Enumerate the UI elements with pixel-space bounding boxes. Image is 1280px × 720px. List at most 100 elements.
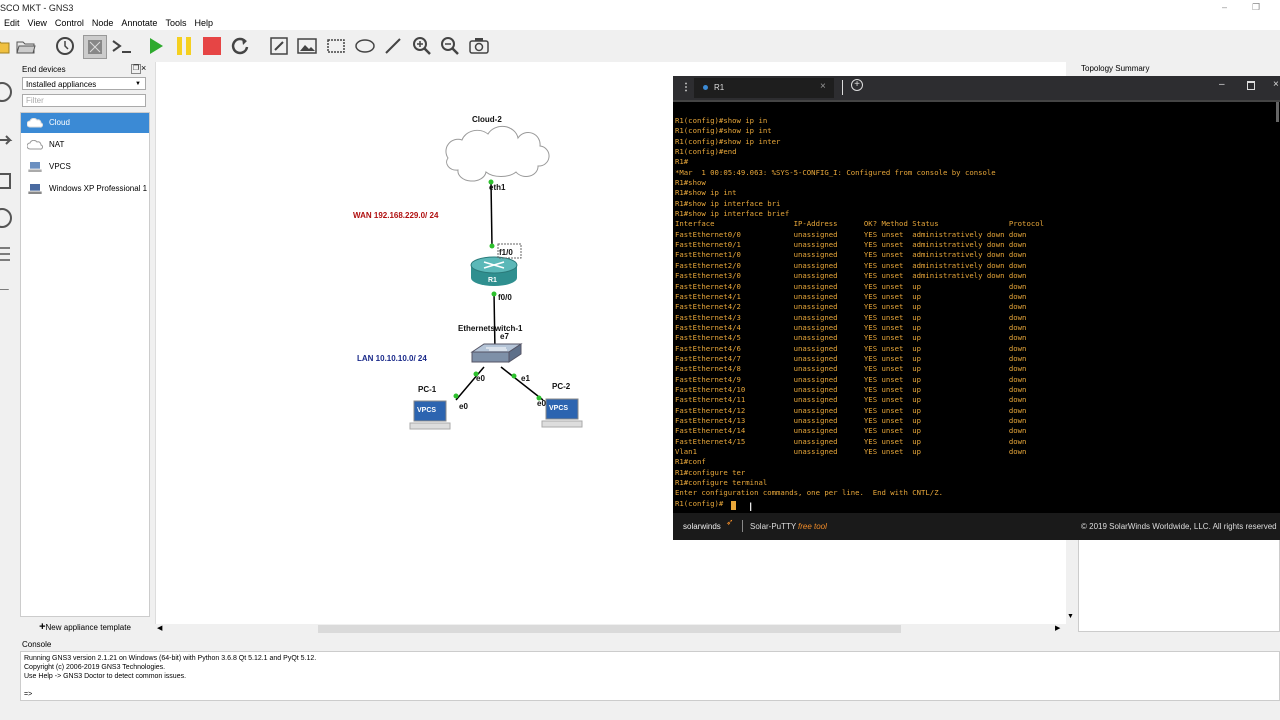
- terminal-line: FastEthernet4/1 unassigned YES unset up …: [675, 291, 1027, 301]
- wan-annotation[interactable]: WAN 192.168.229.0/ 24: [353, 211, 439, 220]
- open-folder-icon[interactable]: [15, 35, 37, 57]
- play-icon[interactable]: [145, 35, 167, 57]
- link-status-dot: [489, 243, 495, 249]
- terminal-line: FastEthernet1/0 unassigned YES unset adm…: [675, 250, 1027, 260]
- menu-node[interactable]: Node: [91, 18, 114, 28]
- scroll-left-icon[interactable]: ◀: [157, 625, 163, 632]
- edit-note-icon[interactable]: [268, 35, 290, 57]
- topology-icon[interactable]: [83, 35, 107, 59]
- footer-divider: [742, 520, 743, 532]
- link-status-dot: [473, 371, 479, 377]
- window-title-bar: SCO MKT - GNS3 – ❐: [0, 0, 1280, 16]
- ellipse-icon[interactable]: [354, 35, 376, 57]
- stop-icon[interactable]: [201, 35, 223, 57]
- dropdown-value: Installed appliances: [26, 80, 97, 89]
- scroll-down-icon[interactable]: ▼: [1067, 613, 1074, 620]
- new-appliance-template-button[interactable]: +New appliance template: [20, 618, 150, 636]
- switch-port-up-label: e7: [500, 332, 509, 341]
- pc2-computer-icon: [541, 398, 583, 428]
- terminal-line: R1#configure terminal: [675, 478, 768, 488]
- pc2-port-label: e0: [537, 399, 546, 408]
- terminal-line: FastEthernet0/1 unassigned YES unset adm…: [675, 240, 1027, 250]
- menu-dots-icon[interactable]: ⋮: [681, 82, 691, 93]
- clock-icon[interactable]: [54, 35, 76, 57]
- toolbar: [0, 30, 1280, 62]
- gns3-console[interactable]: Running GNS3 version 2.1.21 on Windows (…: [20, 651, 1280, 701]
- scrollbar-thumb[interactable]: [318, 625, 901, 633]
- console-line: Running GNS3 version 2.1.21 on Windows (…: [24, 655, 317, 662]
- session-tab[interactable]: R1 ×: [694, 78, 834, 98]
- minimize-button[interactable]: –: [1222, 2, 1228, 12]
- computer-icon: [28, 184, 42, 194]
- tab-separator: [673, 100, 1280, 102]
- menu-annotate[interactable]: Annotate: [121, 18, 158, 28]
- link-cloud-router: [490, 181, 493, 248]
- rectangle-icon[interactable]: [325, 35, 347, 57]
- router-node-label[interactable]: R1: [488, 277, 497, 284]
- menu-edit[interactable]: Edit: [4, 18, 20, 28]
- solarwinds-logo: solarwinds: [683, 522, 721, 531]
- menu-view[interactable]: View: [27, 18, 47, 28]
- cloud-node-label[interactable]: Cloud-2: [472, 115, 502, 124]
- terminal-line: FastEthernet3/0 unassigned YES unset adm…: [675, 271, 1027, 281]
- terminal-line: FastEthernet4/6 unassigned YES unset up …: [675, 343, 1027, 353]
- device-item-nat[interactable]: NAT: [21, 135, 149, 155]
- switch-port-left-label: e0: [476, 374, 485, 383]
- close-panel-icon[interactable]: ×: [141, 63, 147, 73]
- device-type-strip: [0, 62, 16, 322]
- minimize-icon[interactable]: –: [1219, 79, 1225, 90]
- zoom-in-icon[interactable]: [411, 35, 433, 57]
- terminal-line: R1#conf: [675, 457, 706, 467]
- device-item-vpcs[interactable]: VPCS: [21, 157, 149, 177]
- terminal-line: FastEthernet4/0 unassigned YES unset up …: [675, 281, 1027, 291]
- maximize-icon[interactable]: [1247, 81, 1255, 90]
- terminal-icon[interactable]: [111, 35, 133, 57]
- pc1-computer-icon: [409, 400, 451, 430]
- close-tab-icon[interactable]: ×: [820, 81, 826, 92]
- terminal-line: *Mar 1 00:05:49.063: %SYS-5-CONFIG_I: Co…: [675, 167, 996, 177]
- new-project-icon[interactable]: [0, 35, 12, 57]
- reload-icon[interactable]: [229, 35, 251, 57]
- switch-port-right-label: e1: [521, 374, 530, 383]
- router-port-up-label: f1/0: [499, 248, 513, 257]
- device-item-cloud[interactable]: Cloud: [21, 113, 149, 133]
- link-status-dot: [453, 393, 459, 399]
- console-line: [24, 681, 1276, 690]
- terminal-scrollbar[interactable]: [1276, 102, 1279, 122]
- device-list: Cloud NAT VPCS Windows XP Professional 1: [20, 112, 150, 617]
- putty-tab-bar: ⋮ R1 × + – ×: [673, 76, 1280, 100]
- screenshot-icon[interactable]: [468, 35, 490, 57]
- pc2-node-label[interactable]: PC-2: [552, 382, 571, 391]
- lan-annotation[interactable]: LAN 10.10.10.0/ 24: [357, 354, 427, 363]
- all-devices-category-icon: [0, 247, 10, 261]
- solarwinds-flame-icon: ➶: [726, 517, 734, 527]
- close-window-icon[interactable]: ×: [1273, 79, 1279, 90]
- pause-icon[interactable]: [173, 35, 195, 57]
- terminal-line: R1#show ip interface bri: [675, 198, 781, 208]
- menu-help[interactable]: Help: [194, 18, 213, 28]
- tab-status-dot: [703, 85, 708, 90]
- switch-category-icon: [0, 135, 13, 145]
- line-icon[interactable]: [382, 35, 404, 57]
- pc1-node-label[interactable]: PC-1: [418, 385, 437, 394]
- device-filter-input[interactable]: Filter: [22, 94, 146, 107]
- image-icon[interactable]: [296, 35, 318, 57]
- switch-node-label[interactable]: Ethernetswitch-1: [458, 324, 523, 333]
- menu-control[interactable]: Control: [54, 18, 84, 28]
- new-tab-icon[interactable]: +: [851, 79, 863, 91]
- device-item-winxp[interactable]: Windows XP Professional 1: [21, 179, 149, 199]
- terminal-line: FastEthernet4/5 unassigned YES unset up …: [675, 333, 1027, 343]
- appliance-filter-dropdown[interactable]: Installed appliances ▼: [22, 77, 146, 90]
- terminal-line: R1#show ip interface brief: [675, 209, 790, 219]
- link-status-dot: [511, 373, 517, 379]
- terminal-line: FastEthernet4/2 unassigned YES unset up …: [675, 302, 1027, 312]
- zoom-out-icon[interactable]: [439, 35, 461, 57]
- menu-tools[interactable]: Tools: [165, 18, 187, 28]
- terminal-cursor: [731, 501, 736, 510]
- canvas-horizontal-scrollbar[interactable]: ◀ ▶: [155, 624, 1065, 634]
- float-panel-icon[interactable]: ❐: [131, 64, 141, 74]
- restore-button[interactable]: ❐: [1252, 2, 1261, 12]
- terminal-line: R1(config)#show ip int: [675, 126, 772, 136]
- scroll-right-icon[interactable]: ▶: [1055, 625, 1061, 632]
